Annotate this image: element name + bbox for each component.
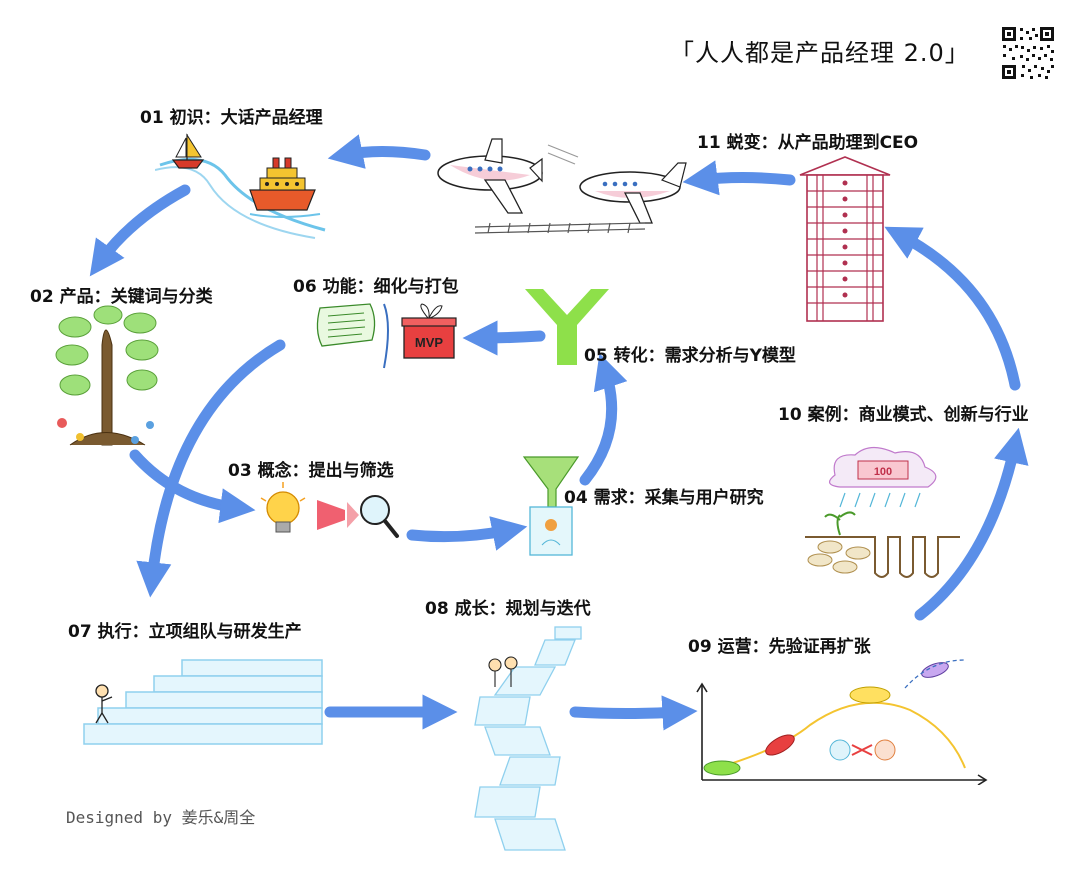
airplane-illustration [437, 138, 687, 234]
step-05-label: 05 转化：需求分析与Y模型 [584, 346, 796, 366]
step-02-label: 02 产品：关键词与分类 [30, 287, 213, 307]
designer-credit: Designed by 姜乐&周全 [66, 808, 256, 827]
arrow-02-to-03 [129, 449, 256, 524]
arrow-03-to-04 [406, 516, 528, 551]
step-09-label: 09 运营：先验证再扩张 [688, 637, 871, 657]
cruise-ship-icon [249, 157, 321, 218]
step-03-label: 03 概念：提出与筛选 [228, 461, 394, 481]
concept-illustration [260, 482, 399, 538]
page-title: 「人人都是产品经理 2.0」 [670, 39, 970, 67]
sailboat-icon [171, 133, 205, 169]
arrow-09-to-10 [914, 427, 1029, 621]
step-07-label: 07 执行：立项组队与研发生产 [68, 622, 302, 642]
magnifier-icon [360, 495, 399, 538]
document-icon [316, 303, 376, 347]
airplane-icon [579, 162, 687, 224]
funnel-icon [522, 456, 580, 556]
gift-box-icon: MVP [401, 303, 457, 359]
step-08-label: 08 成长：规划与迭代 [425, 599, 591, 619]
arrow-04-to-05 [579, 353, 628, 486]
tower-icon [799, 156, 891, 322]
step-06-label: 06 功能：细化与打包 [293, 277, 459, 297]
tree-icon [55, 305, 159, 446]
arrow-01-to-02 [89, 184, 191, 277]
growth-curve-icon [696, 659, 988, 785]
runway [474, 222, 646, 234]
y-model-icon [525, 289, 609, 365]
qr-code-icon [1000, 25, 1056, 81]
lightbulb-icon [260, 482, 306, 533]
person-icon [95, 684, 113, 724]
arrow-05-to-06 [462, 320, 546, 356]
step-01-label: 01 初识：大话产品经理 [140, 108, 323, 128]
boats-illustration [155, 133, 326, 239]
spiral-staircase-icon [474, 626, 582, 851]
money-value: 100 [874, 466, 892, 478]
step-10-label: 10 案例：商业模式、创新与行业 [778, 405, 1029, 425]
step-11-label: 11 蜕变：从产品助理到CEO [697, 133, 919, 153]
arrow-08-to-09 [569, 695, 698, 731]
airplane-icon [437, 138, 543, 214]
arrow-11-to-01 [327, 134, 431, 169]
step-04-label: 04 需求：采集与用户研究 [564, 488, 764, 508]
stairs-icon [83, 659, 323, 745]
mvp-label: MVP [415, 335, 444, 350]
feature-illustration: MVP [316, 303, 457, 369]
arrow-06-to-07 [136, 339, 286, 598]
money-cloud-icon: 100 [805, 446, 960, 578]
arrow-10-to-11 [884, 226, 1021, 391]
arrow-tower-to-plane [682, 160, 796, 196]
